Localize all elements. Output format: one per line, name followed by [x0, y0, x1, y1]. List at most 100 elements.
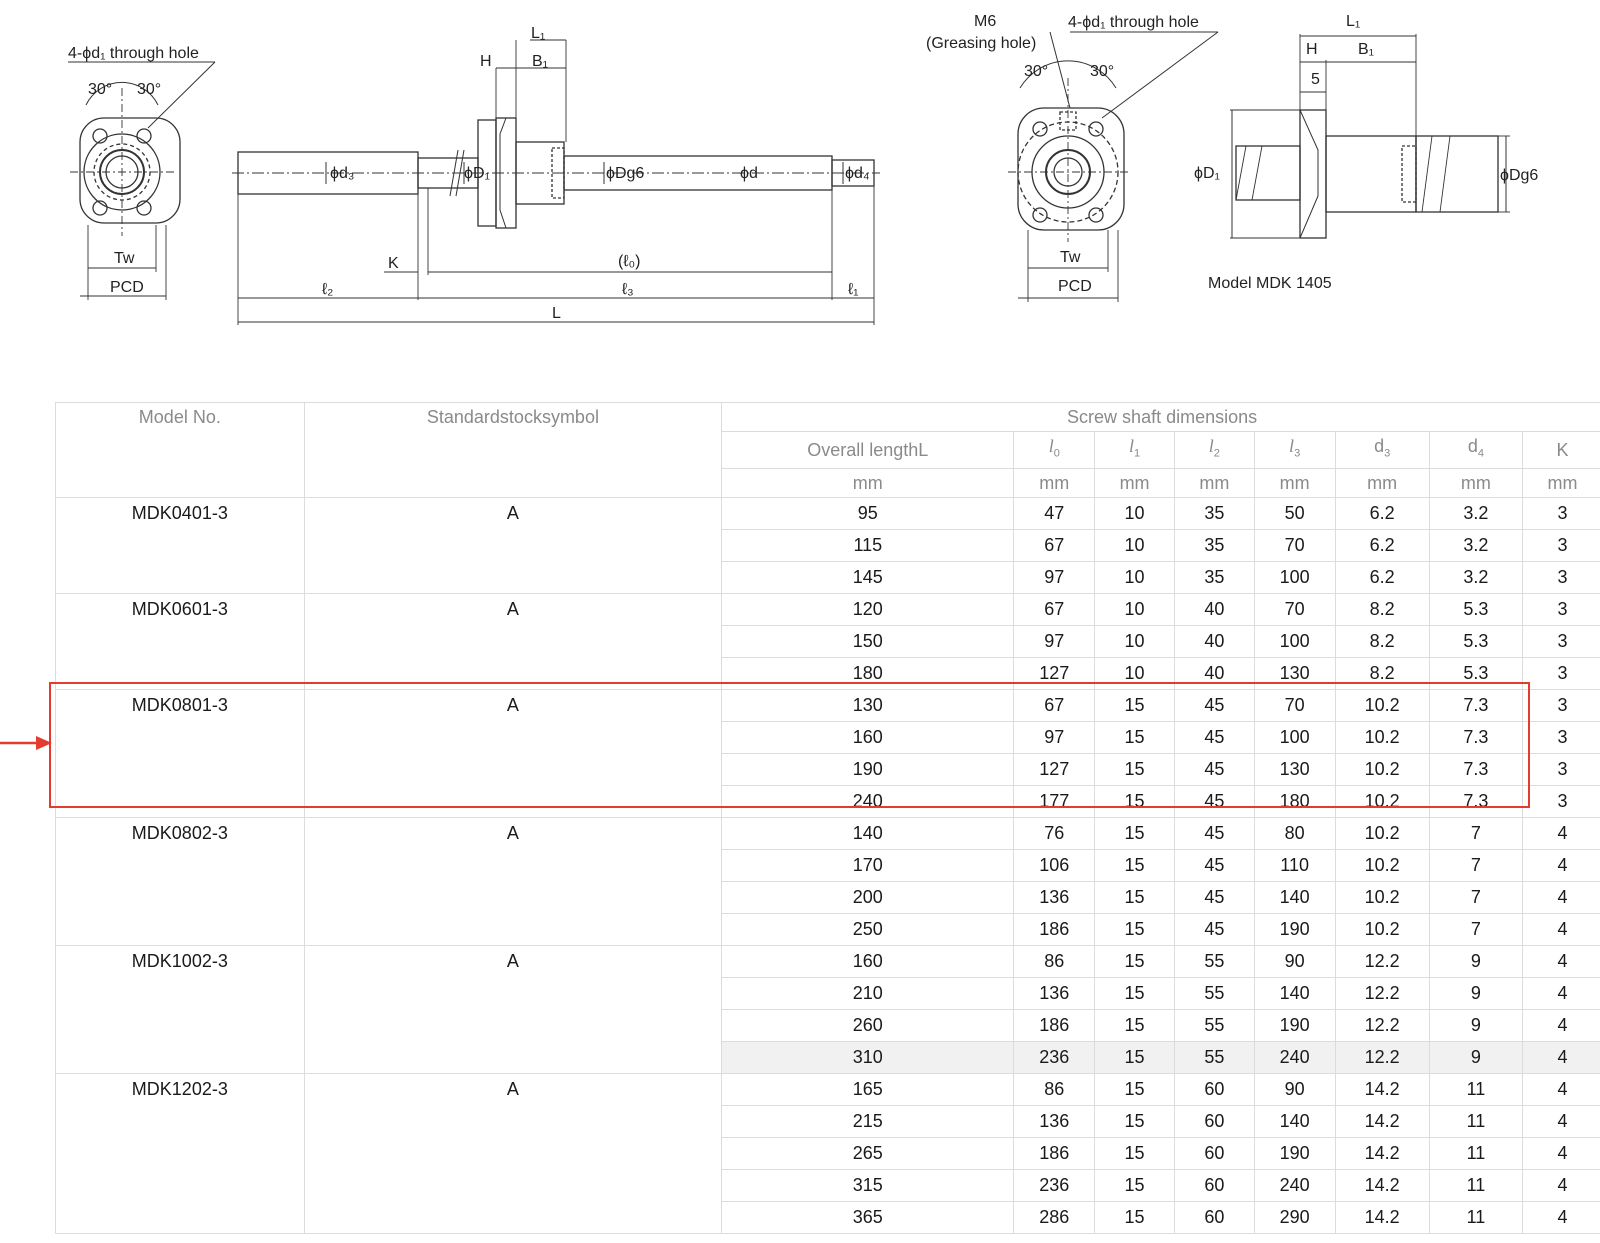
value-cell: 15 — [1094, 784, 1175, 818]
value-cell: 60 — [1173, 1104, 1255, 1138]
left-angle-left: 30° — [88, 81, 112, 98]
shaft-d4-label: ϕd₄ — [845, 165, 869, 182]
header-k: K — [1522, 431, 1600, 469]
value-cell: 86 — [1013, 1072, 1096, 1106]
value-cell: 186 — [1013, 912, 1096, 946]
model-cell: MDK0401-3 — [55, 496, 305, 594]
value-cell: 130 — [1253, 656, 1336, 690]
shaft-l2-label: ℓ₂ — [322, 281, 333, 298]
value-cell: 4 — [1522, 976, 1600, 1010]
model-cell: MDK1202-3 — [55, 1072, 305, 1234]
value-cell: 14.2 — [1334, 1168, 1430, 1202]
model-cell: MDK1002-3 — [55, 944, 305, 1074]
value-cell: 190 — [1253, 912, 1336, 946]
side-D1-label: ϕD₁ — [1194, 165, 1220, 182]
shaft-view — [232, 39, 880, 325]
value-cell: 6.2 — [1334, 496, 1430, 530]
value-cell: 6.2 — [1334, 528, 1430, 562]
value-cell: 290 — [1253, 1200, 1336, 1234]
value-cell: 35 — [1173, 496, 1255, 530]
value-cell: 250 — [721, 912, 1015, 946]
value-cell: 15 — [1094, 688, 1175, 722]
value-cell: 15 — [1094, 1040, 1175, 1074]
side-Dg6-label: ϕDg6 — [1500, 167, 1538, 184]
value-cell: 10.2 — [1334, 816, 1430, 850]
value-cell: 180 — [1253, 784, 1336, 818]
side-b1-label: B₁ — [1358, 41, 1374, 58]
value-cell: 4 — [1522, 1200, 1600, 1234]
value-cell: 3 — [1522, 624, 1600, 658]
value-cell: 4 — [1522, 1136, 1600, 1170]
side-caption: Model MDK 1405 — [1208, 275, 1332, 292]
shaft-h-label: H — [480, 53, 492, 70]
header-d3: d3 — [1334, 431, 1430, 469]
value-cell: 3 — [1522, 528, 1600, 562]
value-cell: 10.2 — [1334, 880, 1430, 914]
value-cell: 10 — [1094, 624, 1175, 658]
value-cell: 4 — [1522, 1040, 1600, 1074]
header-stock: Standardstocksymbol — [303, 402, 723, 498]
stock-cell: A — [303, 496, 723, 594]
stock-cell: A — [303, 688, 723, 818]
value-cell: 47 — [1013, 496, 1096, 530]
value-cell: 3.2 — [1428, 496, 1524, 530]
value-cell: 145 — [721, 560, 1015, 594]
value-cell: 210 — [721, 976, 1015, 1010]
value-cell: 9 — [1428, 976, 1524, 1010]
value-cell: 45 — [1173, 848, 1255, 882]
value-cell: 10.2 — [1334, 688, 1430, 722]
value-cell: 177 — [1013, 784, 1096, 818]
value-cell: 4 — [1522, 944, 1600, 978]
value-cell: 45 — [1173, 912, 1255, 946]
value-cell: 97 — [1013, 720, 1096, 754]
value-cell: 106 — [1013, 848, 1096, 882]
value-cell: 15 — [1094, 944, 1175, 978]
value-cell: 3 — [1522, 560, 1600, 594]
header-l0: l0 — [1013, 431, 1096, 469]
value-cell: 45 — [1173, 880, 1255, 914]
shaft-l1-small-label: ℓ₁ — [848, 281, 859, 298]
unit-cell: mm — [1013, 467, 1096, 498]
value-cell: 11 — [1428, 1072, 1524, 1106]
value-cell: 286 — [1013, 1200, 1096, 1234]
value-cell: 3 — [1522, 656, 1600, 690]
value-cell: 7 — [1428, 816, 1524, 850]
value-cell: 140 — [721, 816, 1015, 850]
value-cell: 10.2 — [1334, 912, 1430, 946]
value-cell: 7 — [1428, 848, 1524, 882]
value-cell: 15 — [1094, 1008, 1175, 1042]
value-cell: 55 — [1173, 976, 1255, 1010]
value-cell: 40 — [1173, 624, 1255, 658]
value-cell: 9 — [1428, 1008, 1524, 1042]
value-cell: 14.2 — [1334, 1200, 1430, 1234]
value-cell: 215 — [721, 1104, 1015, 1138]
value-cell: 97 — [1013, 560, 1096, 594]
value-cell: 10 — [1094, 560, 1175, 594]
technical-drawing: 4-ϕd₁ through hole 30° 30° Tw PCD L₁ H B… — [68, 13, 1538, 325]
value-cell: 4 — [1522, 816, 1600, 850]
left-tw-label: Tw — [114, 250, 135, 267]
side-l1-label: L₁ — [1346, 13, 1360, 30]
value-cell: 4 — [1522, 1008, 1600, 1042]
value-cell: 11 — [1428, 1168, 1524, 1202]
value-cell: 10.2 — [1334, 720, 1430, 754]
value-cell: 7.3 — [1428, 688, 1524, 722]
value-cell: 190 — [1253, 1008, 1336, 1042]
value-cell: 15 — [1094, 816, 1175, 850]
header-group: Screw shaft dimensions — [721, 402, 1600, 432]
stock-cell: A — [303, 592, 723, 690]
value-cell: 200 — [721, 880, 1015, 914]
side-view — [1230, 34, 1510, 239]
value-cell: 15 — [1094, 752, 1175, 786]
